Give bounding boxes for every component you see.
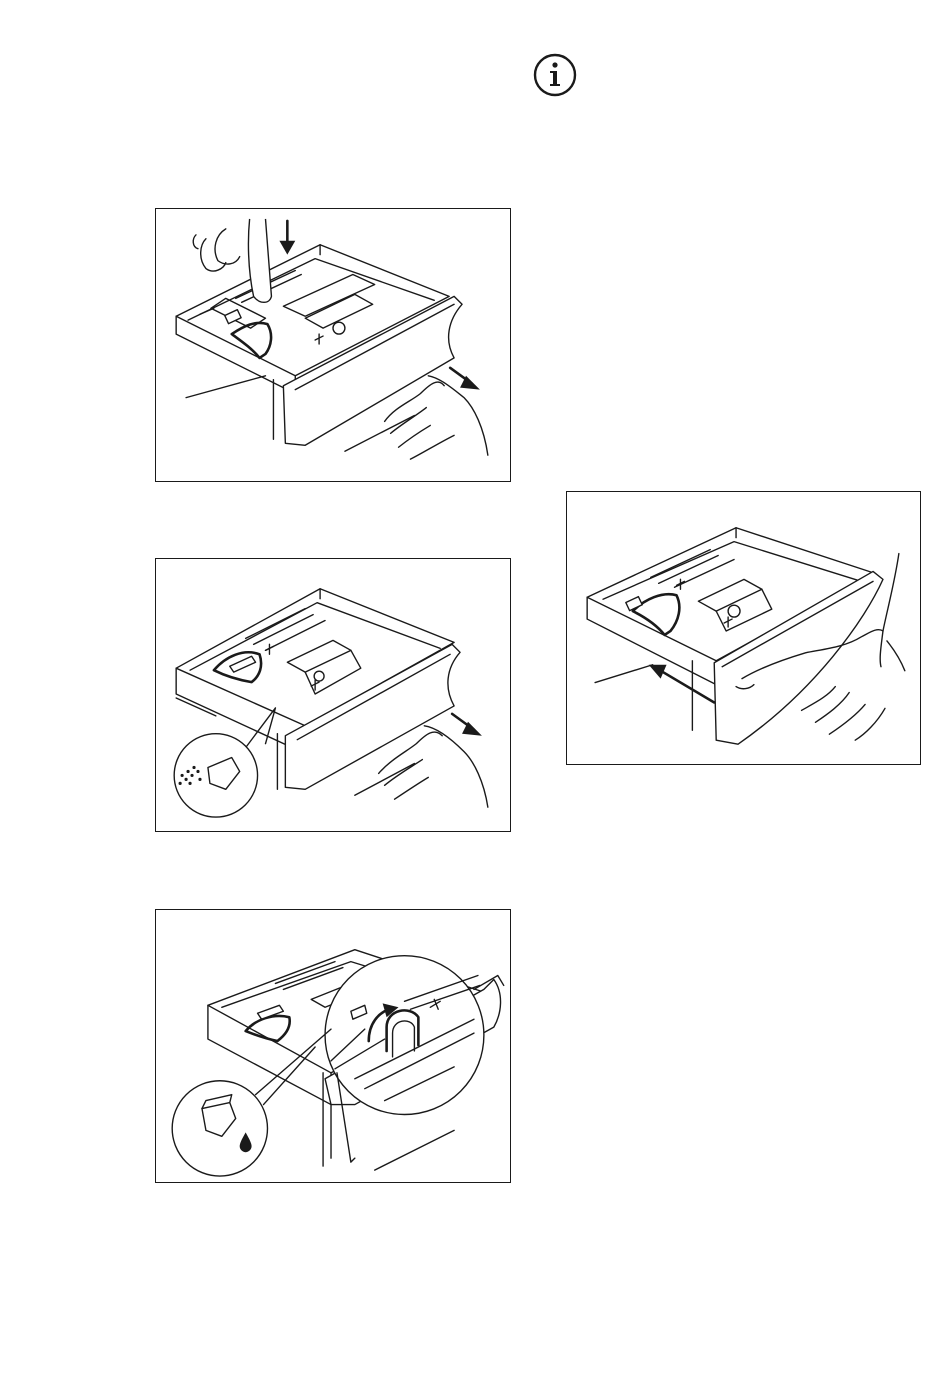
figure-liquid-detergent-flap (155, 909, 511, 1183)
figure-insert-drawer (566, 491, 921, 765)
figure-press-and-pull-drawer (155, 208, 511, 482)
figure-powder-detergent (155, 558, 511, 832)
info-icon (532, 52, 578, 98)
drawer-release-pressed-icon (156, 209, 510, 481)
